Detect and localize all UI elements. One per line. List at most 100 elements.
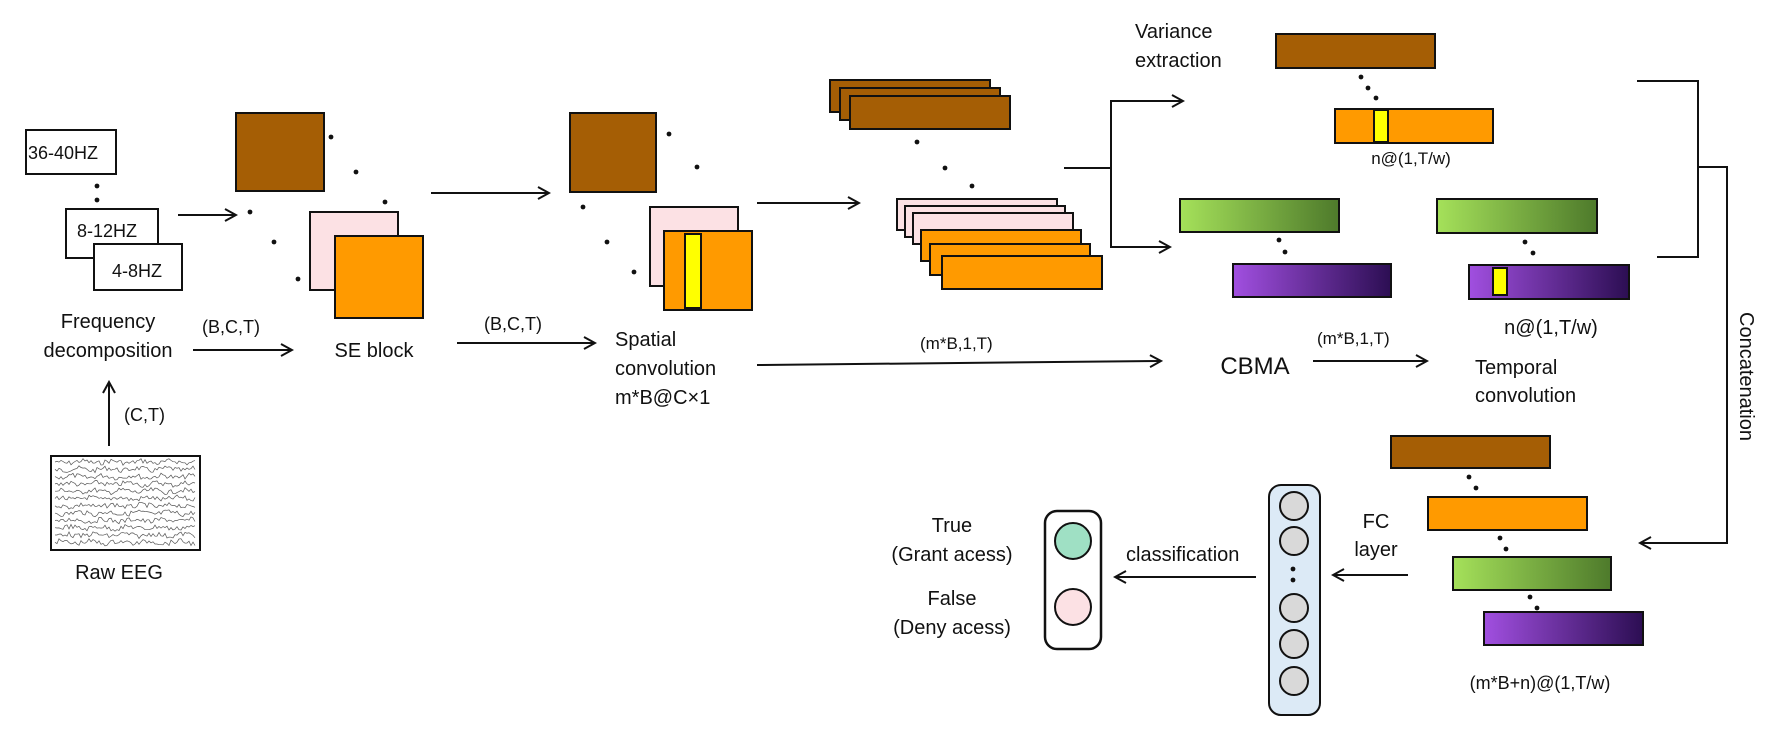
se-dot [295, 276, 301, 282]
eeg-trace [54, 523, 196, 532]
eeg-trace [54, 538, 196, 547]
band-dot [94, 197, 100, 203]
variance-orange-bar [1334, 108, 1494, 144]
band-dot [94, 183, 100, 189]
spatial-dot [631, 269, 637, 275]
branch-dot [1282, 249, 1288, 255]
final-brown-bar [1390, 435, 1551, 469]
temporal-highlight [1492, 267, 1508, 296]
variance-out-label: n@(1,T/w) [1371, 149, 1451, 168]
se-dot [353, 169, 359, 175]
cbma-group: CBMA (m*B,1,T) [1220, 329, 1427, 380]
eeg-trace [54, 465, 196, 474]
deny-light [1054, 588, 1092, 626]
fc-node [1279, 491, 1309, 521]
final-purple-bar [1483, 611, 1644, 646]
final-dot [1466, 474, 1472, 480]
fc-node [1279, 593, 1309, 623]
spatial-dot [580, 204, 586, 210]
final-dot [1527, 594, 1533, 600]
final-green-bar [1452, 556, 1612, 591]
stack-dot [914, 139, 920, 145]
final-dot [1497, 535, 1503, 541]
se-block-label: SE block [335, 340, 415, 362]
raw-eeg-box [50, 455, 201, 551]
raw-eeg-label: Raw EEG [75, 562, 163, 584]
se-orange-block [334, 235, 424, 319]
band-box-low [93, 243, 183, 291]
eeg-signal-traces [54, 458, 196, 547]
eeg-trace [54, 480, 196, 488]
stack-brown-layer [849, 95, 1011, 130]
stack-dot [969, 183, 975, 189]
true-label: True [932, 515, 972, 537]
eeg-trace [54, 501, 196, 510]
deny-access-label: (Deny acess) [893, 617, 1011, 639]
temporal-group: n@(1,T/w) Temporal convolution [1436, 198, 1630, 407]
grant-light [1054, 522, 1092, 560]
concatenation-group: Concatenation [1637, 80, 1757, 543]
variance-group: Variance extraction n@(1,T/w) [1135, 21, 1494, 168]
eeg-trace [54, 472, 196, 481]
frequency-label-line2: decomposition [44, 340, 173, 362]
variance-label-line1: Variance [1135, 21, 1212, 43]
spatial-to-cbma-arrow [756, 361, 1161, 365]
fc-label-line1: FC [1363, 511, 1390, 533]
fc-node [1279, 526, 1309, 556]
spatial-out-shape: (m*B,1,T) [920, 334, 993, 353]
cbma-label: CBMA [1220, 353, 1289, 380]
spatial-dot [694, 164, 700, 170]
branch-dot [1276, 237, 1282, 243]
temporal-dot [1522, 239, 1528, 245]
concat-bracket [1637, 80, 1699, 258]
se-dot [271, 239, 277, 245]
cbma-out-shape: (m*B,1,T) [1317, 329, 1390, 348]
final-dot [1473, 485, 1479, 491]
spatial-kernel-highlight [684, 233, 702, 309]
eeg-trace [55, 486, 196, 496]
frequency-out-shape: (B,C,T) [202, 317, 260, 337]
band-label-low: 4-8HZ [112, 261, 162, 281]
fc-dot [1290, 577, 1296, 583]
variance-highlight [1373, 109, 1389, 143]
eeg-trace [54, 516, 196, 525]
variance-dot [1373, 95, 1379, 101]
stack-dot [942, 165, 948, 171]
spatial-brown-block [569, 112, 657, 193]
fc-dot [1290, 566, 1296, 572]
concatenation-label: Concatenation [1735, 312, 1757, 441]
eeg-trace [54, 458, 196, 466]
band-box-high [25, 129, 117, 175]
spatial-orange-block [663, 230, 753, 311]
fc-node [1279, 666, 1309, 696]
stack-to-branch-arrow [1110, 168, 1170, 247]
variance-dot [1358, 74, 1364, 80]
se-dot [382, 199, 388, 205]
eeg-trace [54, 509, 196, 518]
eeg-trace [54, 494, 196, 502]
classification-label: classification [1126, 544, 1239, 566]
variance-brown-bar [1275, 33, 1436, 69]
temporal-label-line1: Temporal [1475, 357, 1557, 379]
frequency-label-line1: Frequency [61, 311, 156, 333]
false-label: False [928, 588, 977, 610]
raw-eeg-group: Raw EEG (C,T) [50, 382, 201, 584]
band-label-high: 36-40HZ [28, 143, 98, 163]
spatial-dot [666, 131, 672, 137]
temporal-green-bar [1436, 198, 1598, 234]
variance-label-line2: extraction [1135, 50, 1222, 72]
variance-dot [1365, 85, 1371, 91]
concat-features-group: (m*B+n)@(1,T/w) [1333, 435, 1644, 693]
fc-label-line2: layer [1354, 539, 1398, 561]
frequency-group: 36-40HZ 8-12HZ 4-8HZ Frequency decomposi… [25, 129, 292, 362]
se-block-group: SE block (B,C,T) [235, 112, 595, 362]
se-dot [247, 209, 253, 215]
output-group: True (Grant acess) False (Deny acess) [891, 509, 1103, 651]
stack-to-variance-arrow [1064, 101, 1183, 169]
spatial-label-line3: m*B@C×1 [615, 387, 710, 409]
fc-node [1279, 629, 1309, 659]
grant-access-label: (Grant acess) [891, 544, 1012, 566]
feature-stack-group [829, 79, 1183, 290]
fc-layer-group: FC layer classification [1115, 484, 1398, 716]
